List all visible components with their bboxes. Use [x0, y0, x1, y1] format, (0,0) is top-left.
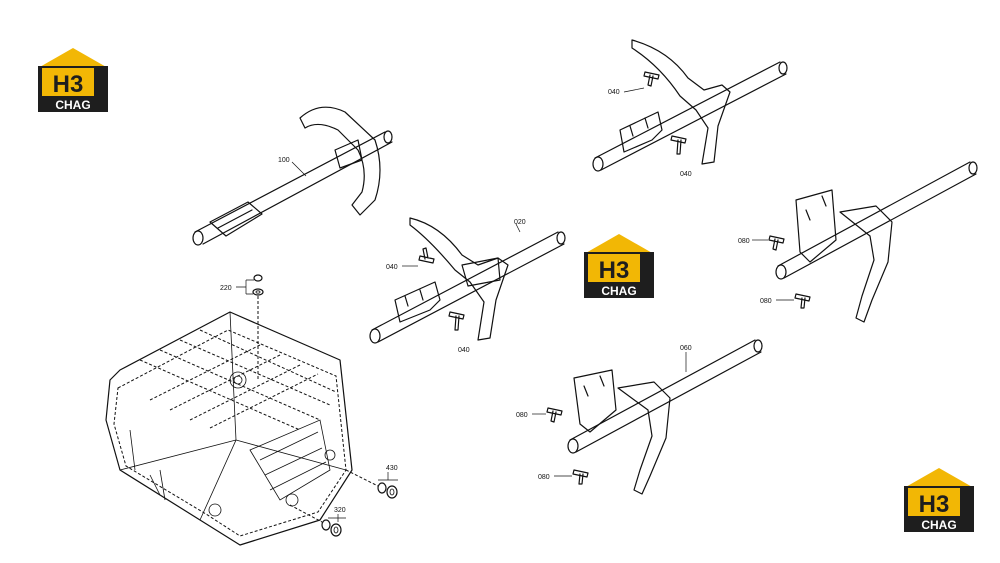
- shift-rail-assembly-060: [567, 339, 763, 495]
- callout-leader-100: [291, 161, 307, 177]
- shift-pin-080-c: [546, 407, 563, 423]
- callout-040-d: 040: [680, 171, 692, 178]
- brand-logo-top-left: H3 CHAG: [38, 48, 108, 112]
- logo-wordmark: CHAG: [921, 518, 956, 532]
- shift-pin-080-d: [572, 469, 589, 485]
- transmission-housing: [105, 311, 353, 546]
- callout-040-b: 040: [458, 347, 470, 354]
- logo-letters: H3: [53, 71, 84, 98]
- callout-leader-020: [515, 223, 521, 233]
- shift-pin-040-d: [670, 135, 687, 155]
- shift-rail-assembly-top-right: [592, 39, 788, 172]
- plug-320: [289, 504, 342, 537]
- bolt-220: [252, 274, 264, 380]
- shift-pin-080-b: [794, 293, 811, 309]
- callout-080-d: 080: [538, 474, 550, 481]
- callout-leader-220: [236, 279, 254, 295]
- logo-wordmark: CHAG: [55, 98, 90, 112]
- shift-pin-040-a: [418, 247, 435, 264]
- brand-logo-bottom-right: H3 CHAG: [904, 468, 974, 532]
- callout-100: 100: [278, 157, 290, 164]
- shift-rail-assembly-020: [369, 217, 566, 344]
- callout-020: 020: [514, 219, 526, 226]
- callout-leader-320: [328, 514, 346, 522]
- logo-letters: H3: [599, 257, 630, 284]
- shift-rail-assembly-right: [775, 161, 978, 323]
- shift-pin-040-c: [643, 71, 660, 87]
- callout-040-c: 040: [608, 89, 620, 96]
- callout-080-c: 080: [516, 412, 528, 419]
- callout-430: 430: [386, 465, 398, 472]
- logo-wordmark: CHAG: [601, 284, 636, 298]
- shift-pin-080-a: [768, 235, 785, 251]
- callout-leader-430: [378, 472, 398, 481]
- plug-430: [345, 469, 398, 499]
- shift-pin-040-b: [448, 311, 465, 331]
- callout-leader-040-c: [623, 87, 645, 93]
- callout-080-b: 080: [760, 298, 772, 305]
- callout-320: 320: [334, 507, 346, 514]
- callout-080-a: 080: [738, 238, 750, 245]
- callout-040-a: 040: [386, 264, 398, 271]
- brand-logo-center: H3 CHAG: [584, 234, 654, 298]
- callout-060: 060: [680, 345, 692, 352]
- shift-rail-assembly-100: [192, 106, 393, 246]
- logo-letters: H3: [919, 491, 950, 518]
- callout-220: 220: [220, 285, 232, 292]
